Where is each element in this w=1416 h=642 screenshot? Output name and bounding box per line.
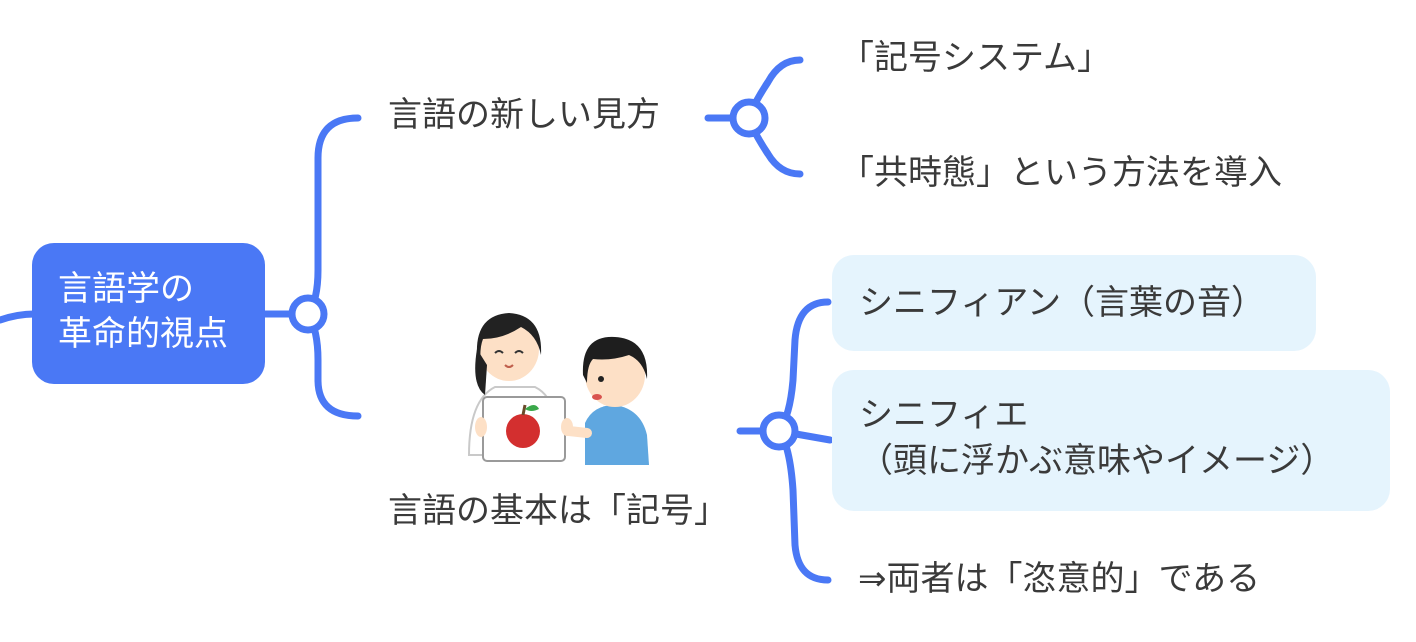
subtopic-synchrony[interactable]: 「共時態」という方法を導入 — [840, 153, 1282, 193]
hub-root — [288, 294, 328, 334]
root-node[interactable]: 言語学の 革命的視点 — [32, 243, 265, 384]
branch-signifiant — [775, 298, 832, 435]
root-title-line2: 革命的視点 — [58, 314, 228, 354]
teacher-showing-apple-card-to-child-illustration — [467, 313, 649, 465]
subtopic-signifiant[interactable]: シニフィアン（言葉の音） — [832, 255, 1316, 351]
root-title-line1: 言語学の — [58, 269, 194, 309]
root-left-stub — [0, 310, 38, 324]
signifie-line1: シニフィエ — [859, 395, 1029, 435]
topic-basic-symbol[interactable]: 言語の基本は「記号」 — [388, 491, 728, 531]
branch-arbitrary — [775, 427, 832, 584]
apple-icon — [506, 414, 540, 448]
branch-new-view — [304, 114, 362, 318]
subtopic-signifie[interactable]: シニフィエ （頭に浮かぶ意味やイメージ） — [832, 370, 1390, 511]
hub-basic — [759, 411, 799, 451]
signifie-line2: （頭に浮かぶ意味やイメージ） — [859, 441, 1335, 481]
topic-new-view[interactable]: 言語の新しい見方 — [388, 95, 660, 135]
subtopic-symbol-system[interactable]: 「記号システム」 — [840, 38, 1111, 78]
hub-new-view — [729, 98, 769, 138]
subtopic-arbitrary[interactable]: ⇒両者は「恣意的」である — [858, 559, 1261, 599]
